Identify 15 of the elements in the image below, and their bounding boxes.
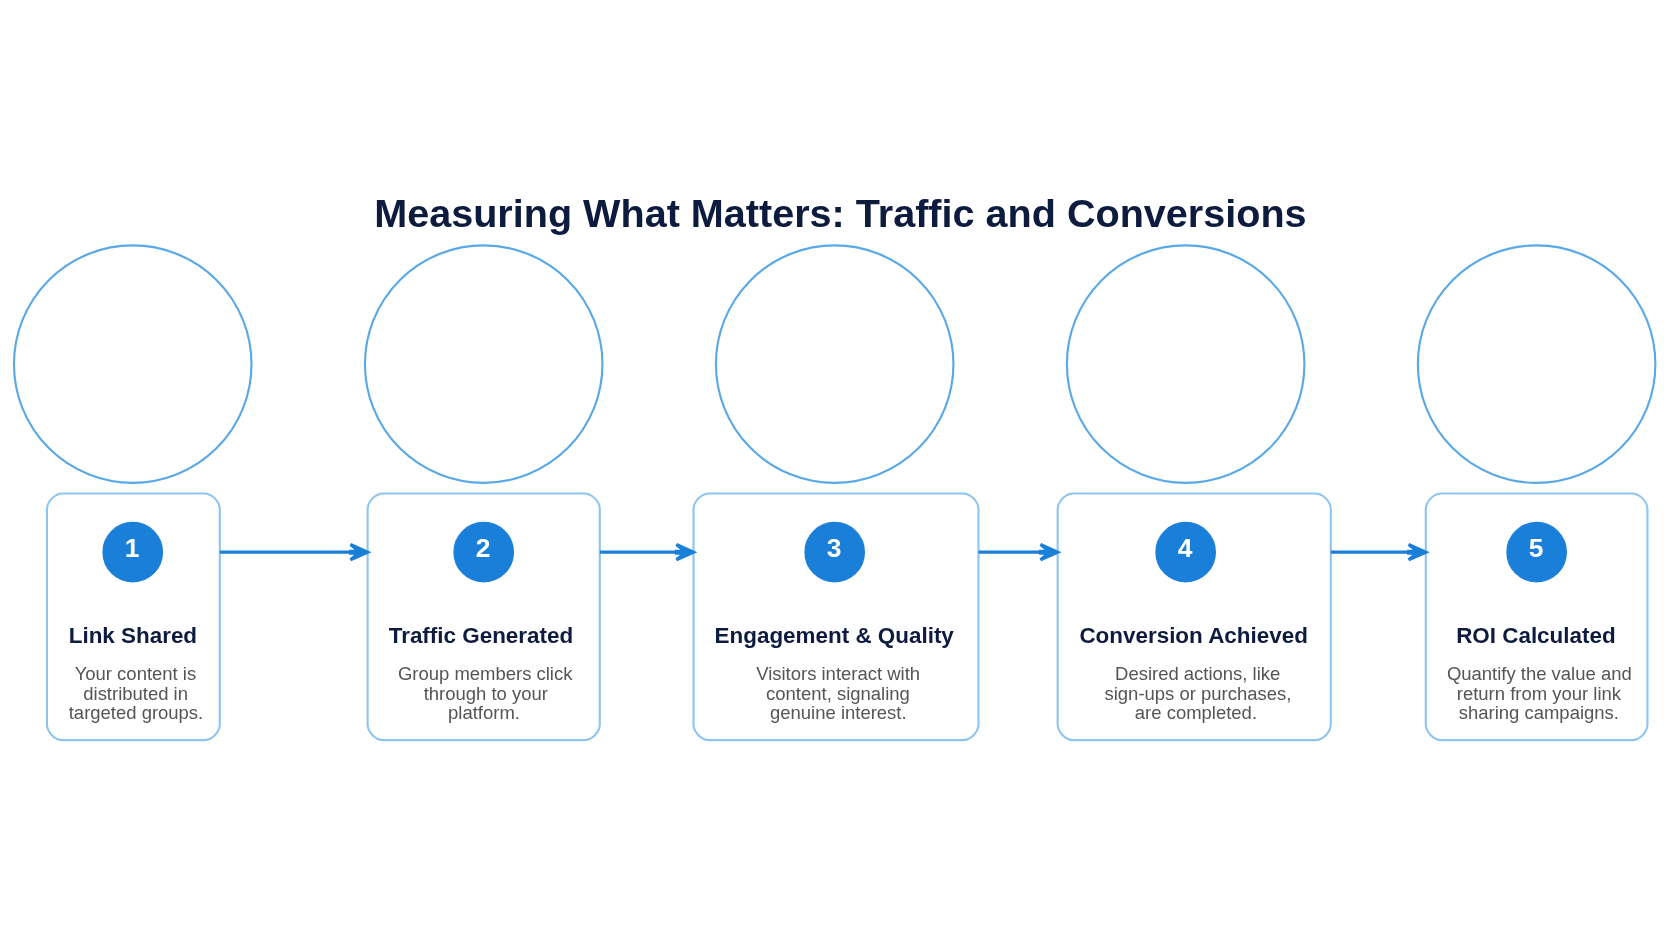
arrow [978, 542, 1060, 561]
diagram-title: Measuring What Matters: Traffic and Conversions [374, 190, 1307, 235]
node-circle: 5 [1506, 521, 1567, 582]
node-circle [714, 243, 955, 484]
node-circle: 3 [804, 521, 866, 582]
arrow [219, 542, 370, 561]
node-circle [12, 243, 253, 484]
node-circle [1416, 243, 1657, 484]
arrow [599, 542, 696, 561]
node-circle: 1 [102, 521, 164, 582]
node-circle [1065, 243, 1306, 484]
node-circle: 4 [1155, 521, 1216, 582]
arrow [1330, 542, 1428, 561]
node-circle: 2 [453, 521, 515, 582]
node-circle [363, 243, 604, 484]
